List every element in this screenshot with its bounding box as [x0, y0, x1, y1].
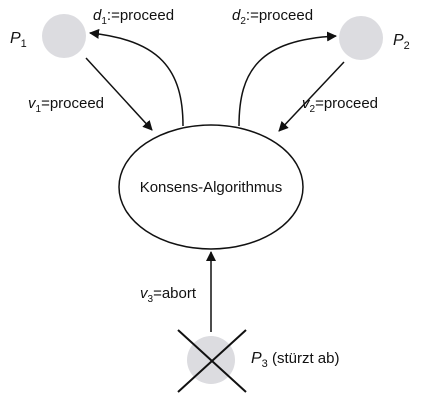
label-v1: v1=proceed	[28, 95, 104, 115]
process-p1-circle	[42, 14, 86, 58]
consensus-ellipse	[118, 124, 304, 250]
label-d2: d2:=proceed	[232, 7, 313, 27]
arrow-d1	[89, 28, 184, 127]
label-d1: d1:=proceed	[93, 7, 174, 27]
arrow-v2	[278, 61, 345, 132]
label-p2: P2	[393, 32, 410, 52]
process-p2-circle	[339, 16, 383, 60]
label-p3: P3 (stürzt ab)	[251, 350, 339, 370]
label-p1: P1	[10, 30, 27, 50]
arrow-d2	[238, 31, 337, 127]
label-v3: v3=abort	[140, 285, 197, 305]
label-consensus: Konsens-Algorithmus	[140, 179, 283, 196]
arrow-v1	[85, 57, 153, 131]
crash-cross	[177, 329, 247, 393]
label-v2: v2=proceed	[302, 95, 378, 115]
